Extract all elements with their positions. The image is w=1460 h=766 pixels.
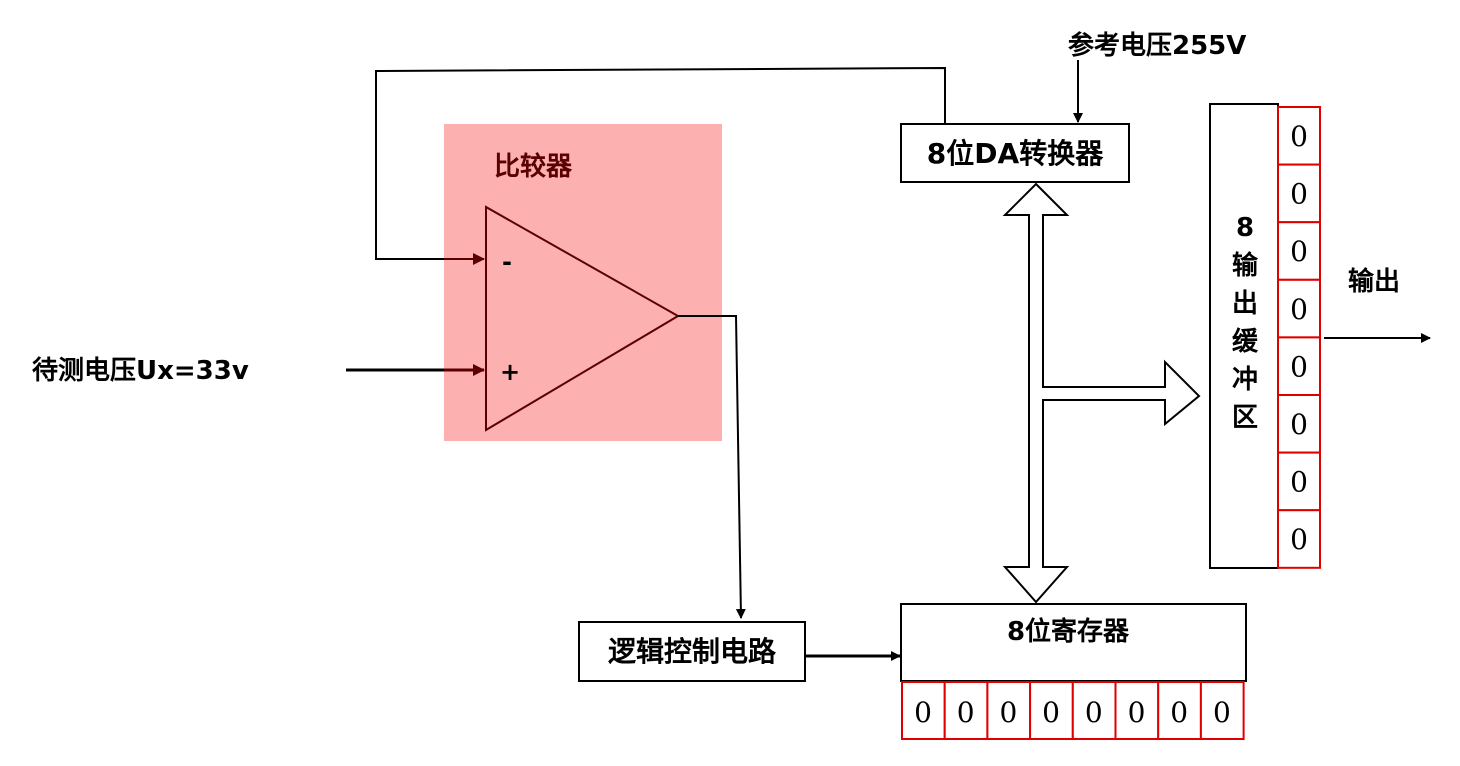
output-buffer-label-char: 区: [1232, 403, 1258, 433]
register-bit-value: 0: [1128, 696, 1146, 729]
buffer-bit-value: 0: [1290, 523, 1308, 556]
output-buffer-box: [1209, 103, 1279, 569]
reference-voltage-label: 参考电压255V: [1068, 30, 1246, 61]
register-bit-value: 0: [957, 696, 975, 729]
output-buffer-label-char: 输: [1232, 250, 1259, 281]
register-bit-cell: [1199, 681, 1245, 740]
output-buffer-label-char: 8: [1236, 213, 1254, 243]
register-bit-value: 0: [999, 696, 1017, 729]
buffer-bit-value: 0: [1290, 408, 1308, 441]
buffer-bit-value: 0: [1290, 235, 1308, 268]
buffer-bit-cell: [1277, 394, 1321, 454]
output-buffer-label-char: 出: [1232, 289, 1258, 319]
buffer-bit-value: 0: [1290, 350, 1308, 383]
register-bit-cell: [943, 681, 989, 740]
register-label: 8位寄存器: [1007, 616, 1130, 647]
buffer-bit-cell: [1277, 509, 1321, 569]
logic-control-label: 逻辑控制电路: [608, 635, 777, 668]
buffer-bit-value: 0: [1290, 293, 1308, 326]
buffer-bit-value: 0: [1290, 466, 1308, 499]
register-bit-value: 0: [1213, 696, 1231, 729]
register-bit-cell: [1157, 681, 1202, 740]
minus-input-sign: -: [502, 248, 512, 276]
register-bit-value: 0: [914, 696, 932, 729]
data-bus-arrows: [1002, 182, 1201, 604]
output-buffer-bits: 0 0 0 0 0 0 0 0: [1277, 106, 1321, 569]
dac-box: [900, 123, 1130, 183]
output-buffer-label-char: 冲: [1232, 365, 1258, 395]
register-bit-value: 0: [1042, 696, 1060, 729]
dac-label: 8位DA转换器: [927, 137, 1104, 170]
logic-control-box: [578, 621, 806, 682]
buffer-bit-value: 0: [1290, 178, 1308, 211]
register-bit-value: 0: [1085, 696, 1103, 729]
output-label: 输出: [1348, 266, 1400, 297]
comparator-output-line: [678, 315, 746, 619]
plus-input-sign: +: [500, 358, 520, 386]
register-bit-cell: [1029, 681, 1074, 740]
output-buffer-label-char: 缓: [1232, 326, 1259, 357]
feedback-line: [375, 66, 946, 260]
register-bit-cell: [986, 681, 1032, 740]
register-bit-cell: [1071, 681, 1117, 740]
comparator-label: 比较器: [494, 151, 573, 182]
input-voltage-label: 待测电压Ux=33v: [32, 356, 249, 386]
buffer-bit-cell: [1277, 106, 1321, 166]
register-box: [900, 603, 1247, 682]
buffer-bit-value: 0: [1290, 120, 1308, 153]
buffer-bit-cell: [1277, 163, 1321, 224]
op-amp-triangle: [485, 205, 680, 432]
register-bit-value: 0: [1170, 696, 1188, 729]
